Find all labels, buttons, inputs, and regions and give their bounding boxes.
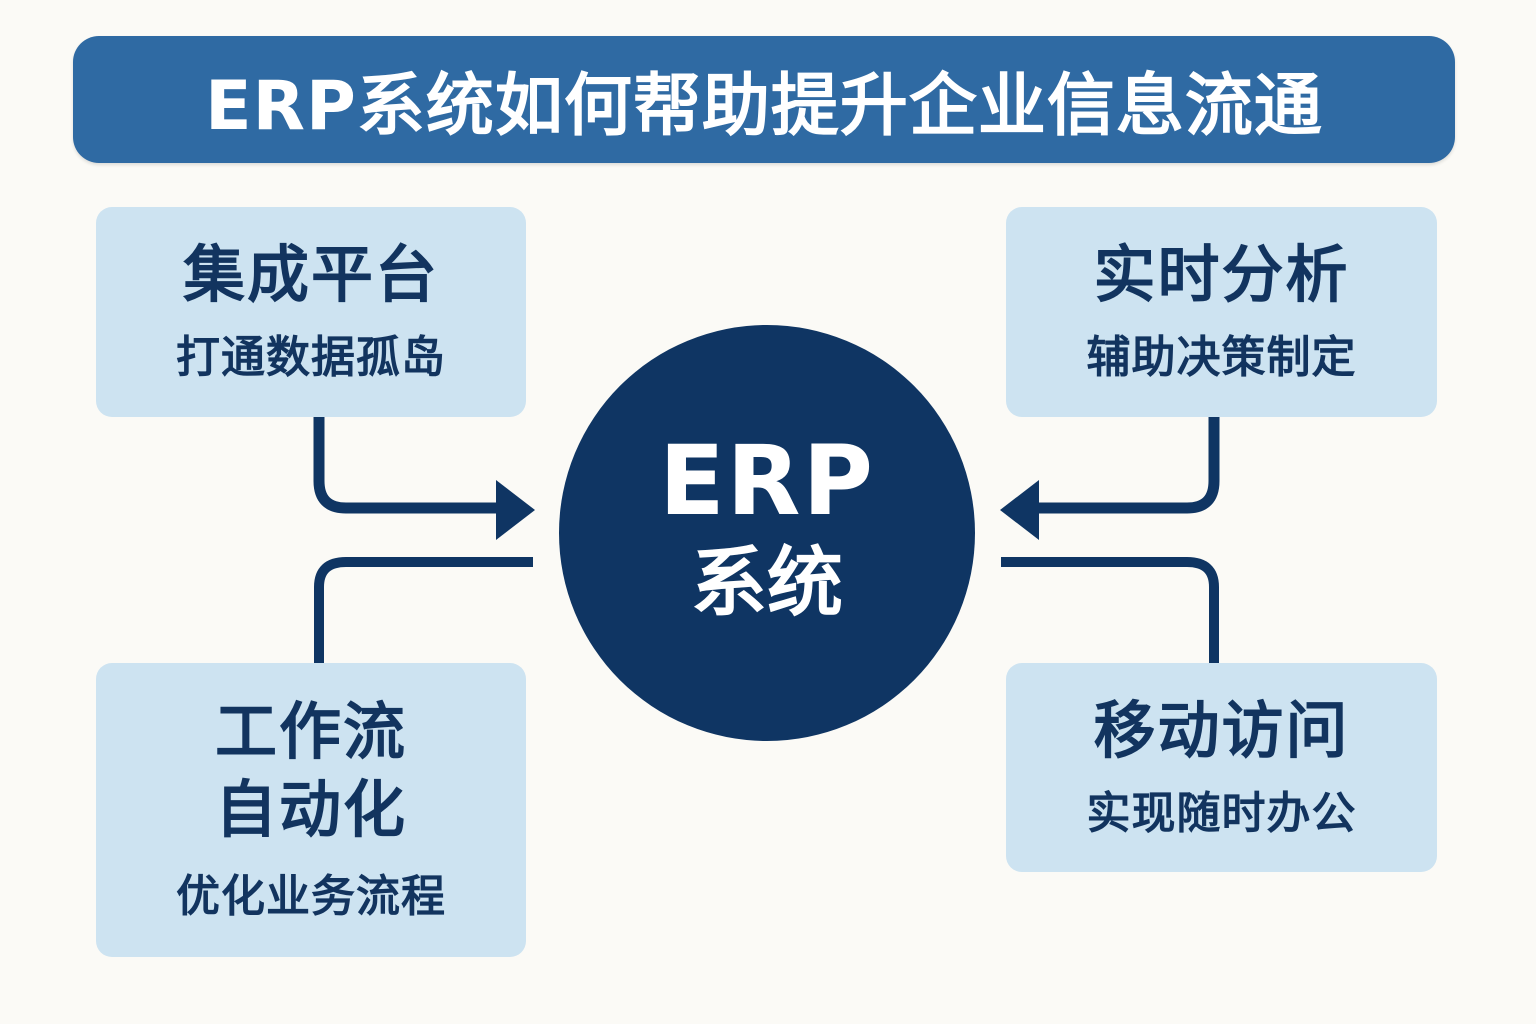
card-subtitle: 打通数据孤岛 <box>176 332 446 383</box>
connector-bottom-left <box>314 557 533 663</box>
page-title: ERP系统如何帮助提升企业信息流通 <box>205 67 1323 146</box>
hub-subtitle: 系统 <box>691 538 843 627</box>
card-integration-platform: 集成平台 打通数据孤岛 <box>96 207 526 417</box>
card-title: 移动访问 <box>1093 693 1350 767</box>
connector-bottom-right <box>1001 557 1219 663</box>
card-subtitle: 优化业务流程 <box>176 871 446 922</box>
connector-top-left <box>313 417 500 514</box>
card-title: 集成平台 <box>182 238 439 311</box>
connector-top-right <box>1036 417 1220 514</box>
card-title: 实时分析 <box>1093 238 1350 311</box>
arrowhead-left-icon <box>1000 480 1039 540</box>
card-realtime-analytics: 实时分析 辅助决策制定 <box>1006 207 1437 417</box>
card-subtitle: 实现随时办公 <box>1086 787 1357 839</box>
card-title-line-1: 工作流 <box>214 695 407 768</box>
card-workflow-automation: 工作流 自动化 优化业务流程 <box>96 663 526 957</box>
card-subtitle: 辅助决策制定 <box>1086 332 1357 383</box>
card-title-line-2: 自动化 <box>214 773 407 846</box>
hub-title: ERP <box>659 425 875 537</box>
erp-hub-circle: ERP 系统 <box>559 325 975 741</box>
arrowhead-right-icon <box>496 480 535 540</box>
card-mobile-access: 移动访问 实现随时办公 <box>1006 663 1437 872</box>
title-banner: ERP系统如何帮助提升企业信息流通 <box>73 36 1455 163</box>
